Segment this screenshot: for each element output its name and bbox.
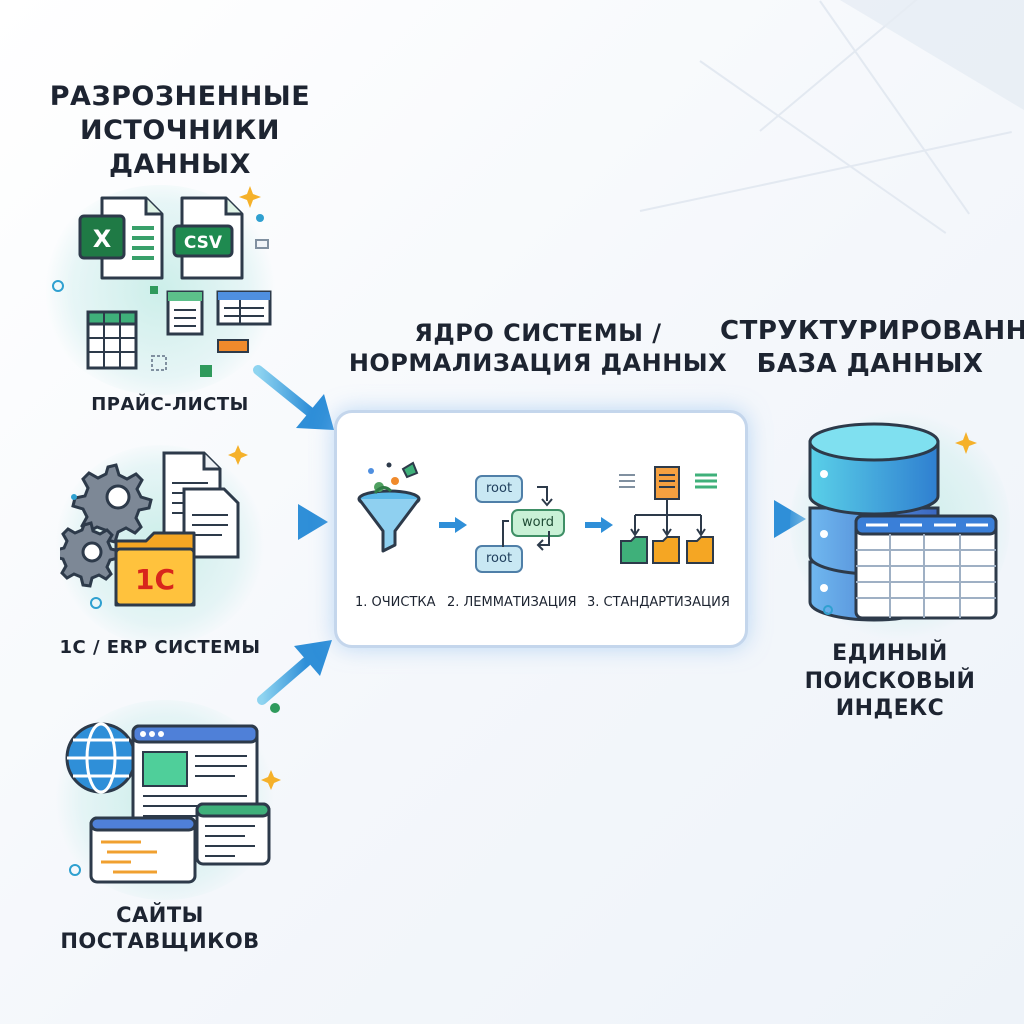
erp-icons: 1С: [60, 445, 248, 609]
index-label-line: ИНДЕКС: [835, 696, 945, 721]
document-icon: [162, 451, 240, 559]
word-pill-root: root: [475, 475, 524, 503]
index-label: ЕДИНЫЙ ПОИСКОВЫЙ ИНДЕКС: [800, 640, 980, 723]
excel-mark: X: [93, 225, 112, 253]
sources-title: РАЗРОЗНЕННЫЕ ИСТОЧНИКИ ДАННЫХ: [20, 80, 340, 181]
source-label-erp: 1С / ERP СИСТЕМЫ: [59, 637, 261, 658]
step-arrow: [585, 517, 613, 533]
sparkle-icon: [955, 432, 977, 454]
csv-icon: [172, 196, 244, 280]
database-title-line: БАЗА ДАННЫХ: [756, 348, 984, 379]
price-list-icons: X CSV: [52, 186, 272, 377]
confetti: [255, 239, 269, 249]
core-title: ЯДРО СИСТЕМЫ / НОРМАЛИЗАЦИЯ ДАННЫХ: [334, 318, 742, 378]
confetti: [71, 494, 77, 500]
word-pill-root: root: [475, 545, 524, 573]
sparkle-icon: [239, 186, 261, 208]
source-label-line: САЙТЫ: [116, 903, 204, 927]
database-icon: [808, 422, 998, 622]
decorative-triangle: [840, 0, 1024, 110]
globe-icon: [65, 722, 137, 794]
confetti: [69, 864, 81, 876]
core-title-line: ЯДРО СИСТЕМЫ /: [414, 319, 662, 347]
source-arrows: [253, 365, 334, 705]
search-index-table-icon: [854, 514, 998, 620]
index-label-line: ЕДИНЫЙ: [832, 641, 948, 666]
core-title-line: НОРМАЛИЗАЦИЯ ДАННЫХ: [348, 349, 728, 377]
csv-mark: CSV: [184, 233, 223, 253]
arrow-price-lists-to-core: [253, 365, 334, 430]
word-pill-word: word: [511, 509, 565, 537]
spreadsheet-icon: [86, 290, 272, 370]
excel-icon: [78, 196, 164, 280]
1c-logo-text: 1С: [135, 563, 175, 596]
sources-title-line: РАЗРОЗНЕННЫЕ: [49, 81, 311, 112]
source-label-line: ПОСТАВЩИКОВ: [60, 929, 260, 954]
arrow-websites-to-core: [257, 640, 332, 705]
arrow-erp-to-core: [253, 504, 328, 540]
step-label-cleaning: 1. ОЧИСТКА: [355, 595, 436, 610]
decorative-line: [639, 131, 1012, 212]
1c-folder-icon: [114, 531, 196, 607]
confetti: [151, 355, 167, 371]
decorative-line: [699, 60, 947, 234]
funnel-icon: [357, 461, 421, 553]
gear-icon: [60, 521, 121, 588]
sparkle-icon: [261, 770, 281, 790]
confetti: [150, 286, 158, 294]
core-processing-panel: root word root 1. ОЧИСТКА 2. ЛЕММАТИЗАЦИ…: [334, 410, 748, 648]
database-title-line: СТРУКТУРИРОВАННАЯ: [720, 316, 1024, 346]
confetti: [200, 365, 212, 377]
sources-title-line: ИСТОЧНИКИ ДАННЫХ: [80, 114, 280, 180]
code-window-icon: [89, 802, 271, 884]
confetti: [217, 339, 249, 353]
confetti: [823, 605, 833, 615]
word-links: [502, 486, 553, 551]
confetti: [52, 280, 64, 292]
confetti: [270, 703, 280, 713]
database-title: СТРУКТУРИРОВАННАЯ БАЗА ДАННЫХ: [720, 315, 1024, 380]
source-label-websites: САЙТЫ ПОСТАВЩИКОВ: [60, 902, 260, 955]
step-label-lemmatization: 2. ЛЕММАТИЗАЦИЯ: [447, 595, 577, 610]
website-icons: [65, 703, 281, 884]
index-label-line: ПОИСКОВЫЙ: [804, 668, 976, 694]
folder-hierarchy-icon: [619, 466, 717, 564]
confetti: [256, 214, 264, 222]
confetti: [90, 597, 102, 609]
sparkle-icon: [228, 445, 248, 465]
step-arrow: [439, 517, 467, 533]
step-label-standardization: 3. СТАНДАРТИЗАЦИЯ: [587, 595, 730, 610]
source-label-price-lists: ПРАЙС-ЛИСТЫ: [91, 394, 249, 415]
